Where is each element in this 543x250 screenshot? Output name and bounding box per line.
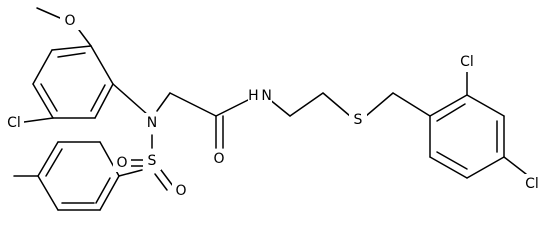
bond-ring-n	[112, 83, 149, 116]
bond-ring-cl	[23, 117, 54, 123]
bond-s-ch2	[365, 92, 394, 117]
bond-ring2-a	[99, 175, 120, 211]
bond-methyl-o	[36, 7, 61, 19]
bond-ring3-b	[429, 156, 468, 179]
bond-n-ch2	[156, 92, 171, 112]
bond-ring3-c	[466, 156, 505, 179]
bond-ring2-inner-a	[95, 177, 111, 204]
carbonyl-oxygen: O	[213, 151, 224, 167]
bond-ring2-d	[37, 141, 59, 177]
bond-ch2-ch2	[289, 92, 324, 117]
thioether-sulfur: S	[354, 112, 363, 128]
bond-ring1-c	[32, 83, 54, 119]
bond-ring1-e	[94, 83, 114, 119]
bond-nh-ch2	[268, 98, 291, 117]
sulfonyl-oxygen-left: O	[116, 155, 127, 171]
bond-ring1-inner-b	[40, 83, 58, 112]
sulfonamide-nitrogen: N	[147, 115, 157, 131]
chlorine-ortho: Cl	[460, 54, 474, 70]
sulfonyl-sulfur: S	[148, 153, 157, 169]
atom-label-layer: O Cl N S O O O H N S Cl Cl	[4, 12, 542, 200]
amide-nh: H N	[248, 88, 272, 104]
bond-s-o-right-b	[154, 173, 168, 191]
bond-s-o-right-a	[160, 169, 174, 187]
bond-ring3-inner-a	[436, 151, 468, 170]
bond-ring2-inner-b	[45, 148, 63, 177]
bond-ring2-c	[37, 175, 59, 211]
bond-ch2-ring3	[392, 92, 431, 117]
methoxy-oxygen: O	[64, 13, 75, 29]
bond-s-ring2	[118, 169, 143, 177]
bond-ch2-c	[169, 92, 217, 117]
bond-ring1-f	[90, 45, 114, 85]
bond-c-nh	[215, 97, 253, 117]
bond-layer	[13, 7, 527, 211]
bond-ring3-inner-c	[436, 103, 466, 122]
sulfonyl-oxygen-right: O	[175, 183, 186, 199]
bond-ring1-inner-a	[57, 52, 86, 58]
bond-o-ring	[78, 29, 92, 47]
chlorine-para: Cl	[525, 176, 539, 192]
bond-ring1-b	[32, 49, 53, 85]
bond-ring3-cl-para	[503, 156, 527, 175]
bond-ring1-a	[51, 45, 92, 51]
bond-ring3-f	[429, 94, 468, 117]
ring-chlorine: Cl	[7, 115, 21, 131]
bond-ch2-s	[322, 92, 351, 117]
bond-ring1-inner-c	[90, 84, 106, 112]
bond-ring3-e	[466, 94, 505, 117]
